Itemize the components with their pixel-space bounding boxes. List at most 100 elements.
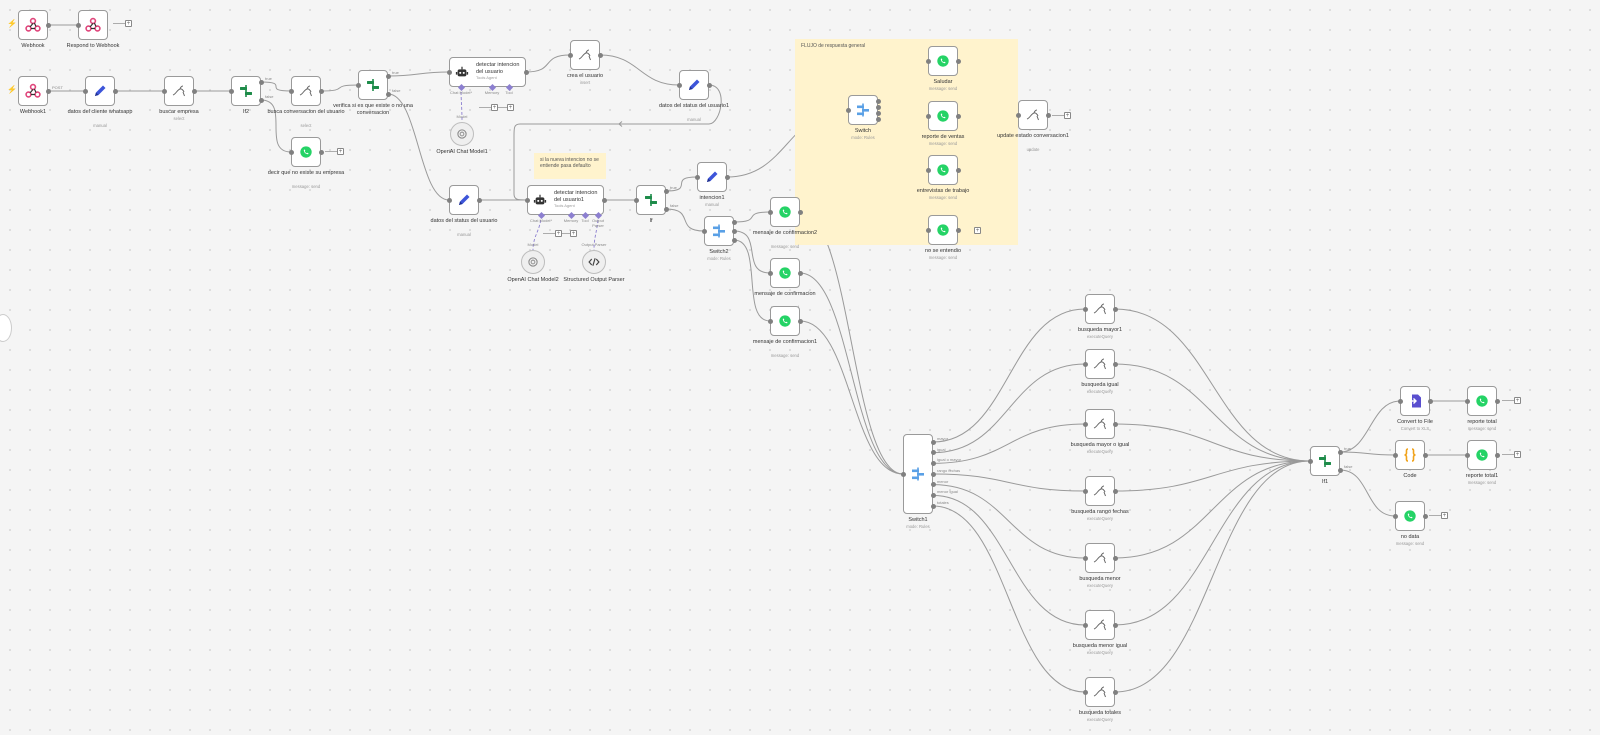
input-port[interactable] — [767, 270, 773, 276]
input-port[interactable] — [1082, 555, 1088, 561]
connection[interactable] — [320, 84, 359, 92]
output-port[interactable] — [875, 116, 881, 122]
input-port[interactable] — [767, 209, 773, 215]
node-update-estado[interactable] — [1018, 100, 1048, 130]
output-port[interactable] — [875, 104, 881, 110]
output-port[interactable] — [955, 113, 961, 119]
output-port[interactable] — [385, 91, 391, 97]
input-port[interactable] — [694, 174, 700, 180]
node-msg-conf1[interactable] — [770, 306, 800, 336]
add-node-button[interactable]: + — [125, 20, 132, 27]
connection[interactable] — [1114, 460, 1311, 693]
node-busca-conv[interactable] — [291, 76, 321, 106]
output-port[interactable] — [258, 79, 264, 85]
connection[interactable] — [513, 84, 722, 201]
output-port[interactable] — [258, 97, 264, 103]
node-webhook[interactable] — [18, 10, 48, 40]
input-port[interactable] — [701, 228, 707, 234]
add-node-button[interactable]: + — [1514, 397, 1521, 404]
node-convert[interactable] — [1400, 386, 1430, 416]
output-port[interactable] — [955, 58, 961, 64]
node-openai1[interactable] — [450, 122, 474, 146]
output-port[interactable] — [706, 82, 712, 88]
node-bq-mayor1[interactable] — [1085, 294, 1115, 324]
add-node-button[interactable]: + — [555, 230, 562, 237]
input-port[interactable] — [355, 82, 361, 88]
ai-connection[interactable] — [593, 214, 599, 251]
connection[interactable] — [387, 71, 450, 77]
ai-connection[interactable] — [532, 214, 542, 251]
output-port[interactable] — [318, 88, 324, 94]
output-port[interactable] — [1337, 449, 1343, 455]
input-port[interactable] — [1082, 361, 1088, 367]
input-port[interactable] — [900, 471, 906, 477]
input-port[interactable] — [1397, 398, 1403, 404]
output-port[interactable] — [875, 98, 881, 104]
output-port[interactable] — [731, 228, 737, 234]
output-port[interactable] — [1494, 398, 1500, 404]
input-port[interactable] — [1082, 622, 1088, 628]
add-node-button[interactable]: + — [337, 148, 344, 155]
node-if2[interactable] — [231, 76, 261, 106]
output-port[interactable] — [1045, 112, 1051, 118]
input-port[interactable] — [228, 88, 234, 94]
node-msg-conf[interactable] — [770, 258, 800, 288]
node-no-data[interactable] — [1395, 501, 1425, 531]
output-port[interactable] — [797, 270, 803, 276]
output-port[interactable] — [318, 149, 324, 155]
output-port[interactable] — [930, 450, 936, 456]
connection[interactable] — [1114, 460, 1311, 626]
input-port[interactable] — [925, 113, 931, 119]
output-port[interactable] — [663, 206, 669, 212]
connection[interactable] — [1339, 451, 1396, 456]
input-port[interactable] — [1082, 421, 1088, 427]
input-port[interactable] — [925, 167, 931, 173]
connection[interactable] — [260, 99, 292, 153]
node-reporte-total[interactable] — [1467, 386, 1497, 416]
add-node-button[interactable]: + — [507, 104, 514, 111]
connection[interactable] — [932, 363, 1086, 454]
node-entrevistas[interactable] — [928, 155, 958, 185]
connection[interactable] — [932, 308, 1086, 443]
output-port[interactable] — [1422, 513, 1428, 519]
output-port[interactable] — [930, 503, 936, 509]
output-port[interactable] — [112, 88, 118, 94]
output-port[interactable] — [955, 227, 961, 233]
connection[interactable] — [599, 54, 680, 86]
output-port[interactable] — [797, 318, 803, 324]
input-port[interactable] — [676, 82, 682, 88]
connection[interactable] — [733, 239, 771, 322]
node-code[interactable] — [1395, 440, 1425, 470]
connection[interactable] — [665, 176, 698, 192]
add-node-button[interactable]: + — [491, 104, 498, 111]
output-port[interactable] — [1112, 488, 1118, 494]
connection[interactable] — [932, 494, 1086, 626]
connection[interactable] — [1114, 423, 1311, 462]
input-port[interactable] — [567, 52, 573, 58]
node-switch1[interactable] — [903, 434, 933, 514]
connection[interactable] — [1114, 460, 1311, 492]
node-bq-totales[interactable] — [1085, 677, 1115, 707]
sticky-note[interactable]: FLUJO de respuesta general — [795, 39, 1018, 245]
node-if-[interactable] — [636, 185, 666, 215]
output-port[interactable] — [1422, 452, 1428, 458]
add-node-button[interactable]: + — [1514, 451, 1521, 458]
node-intencion1[interactable] — [697, 162, 727, 192]
connection[interactable] — [932, 473, 1086, 492]
node-msg-conf2[interactable] — [770, 197, 800, 227]
output-port[interactable] — [930, 460, 936, 466]
connection[interactable] — [932, 423, 1086, 464]
node-saludar[interactable] — [928, 46, 958, 76]
node-datos-status[interactable] — [449, 185, 479, 215]
node-datos-status1[interactable] — [679, 70, 709, 100]
add-node-button[interactable]: + — [1441, 512, 1448, 519]
output-port[interactable] — [724, 174, 730, 180]
input-port[interactable] — [1082, 488, 1088, 494]
output-port[interactable] — [1112, 555, 1118, 561]
connection[interactable] — [733, 230, 771, 274]
output-port[interactable] — [385, 73, 391, 79]
input-port[interactable] — [1392, 452, 1398, 458]
